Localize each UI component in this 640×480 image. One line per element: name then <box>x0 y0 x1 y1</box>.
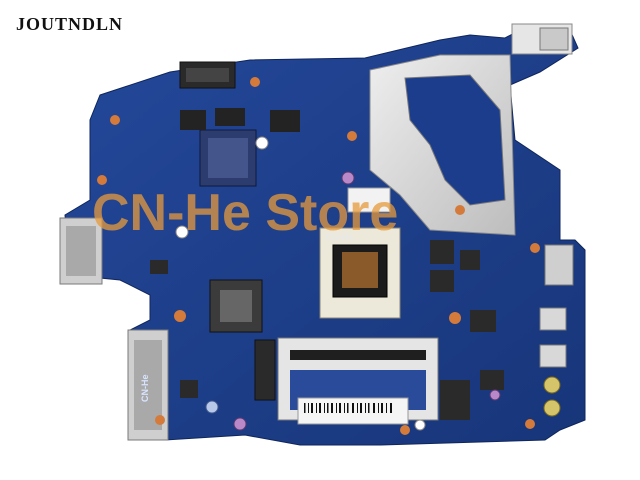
chip <box>150 260 168 274</box>
brand-name: JOUTNDLN <box>16 14 124 34</box>
capacitor <box>489 389 501 401</box>
chip <box>480 370 504 390</box>
capacitor <box>205 400 219 414</box>
store-watermark: CN-He Store <box>92 184 398 242</box>
barcode <box>304 403 392 413</box>
capacitor <box>341 171 355 185</box>
usb-port-1 <box>539 307 567 331</box>
mini-pcie-slot <box>254 339 276 401</box>
audio-jack-1 <box>543 376 561 394</box>
chip <box>215 108 245 126</box>
heatsink-cutout <box>404 74 506 206</box>
chip <box>460 250 480 270</box>
chip <box>470 310 496 332</box>
chip <box>180 380 198 398</box>
screw-holes <box>175 136 426 431</box>
side-tag-label: CN-He <box>140 374 150 402</box>
usb-port-2 <box>539 344 567 368</box>
chip <box>430 270 454 292</box>
mounting-pads <box>97 77 540 435</box>
southbridge-chip <box>209 279 263 333</box>
cpu-tag-label: CN-He <box>326 232 354 242</box>
audio-jack-2 <box>543 399 561 417</box>
small-sticker <box>347 187 391 213</box>
chip <box>440 380 470 420</box>
chip <box>180 110 206 130</box>
chip <box>430 240 454 264</box>
vga-port <box>544 244 574 286</box>
capacitor <box>233 417 247 431</box>
chip <box>270 110 300 132</box>
